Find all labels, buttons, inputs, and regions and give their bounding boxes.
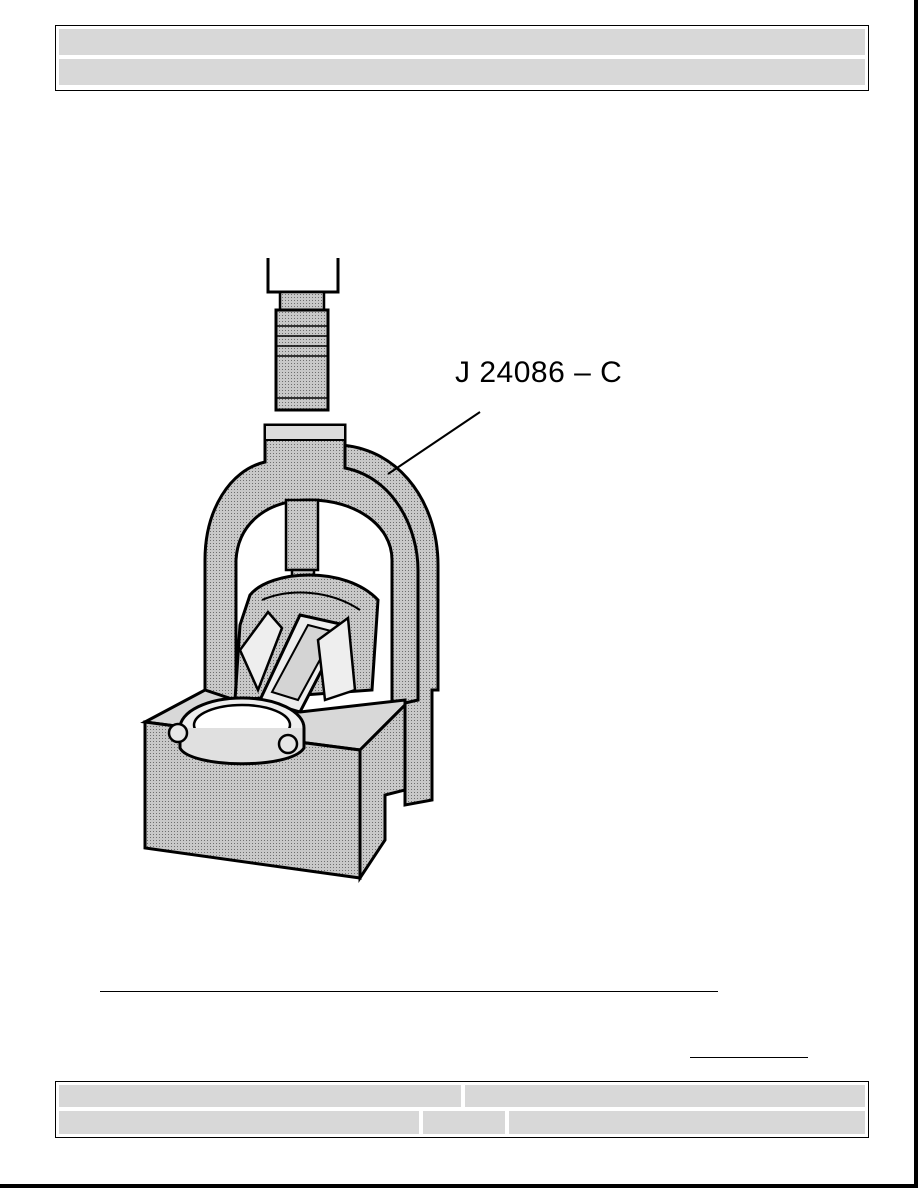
separator-line	[100, 991, 718, 992]
callout-leader-line	[387, 411, 481, 475]
piston-pin-tool-illustration	[140, 258, 481, 884]
header-title-bar	[59, 29, 865, 55]
header-subtitle-bar	[59, 59, 865, 85]
footer-cell	[59, 1085, 461, 1107]
connecting-rod	[238, 610, 357, 714]
footer-cell	[509, 1111, 865, 1134]
tool-callout-label: J 24086 – C	[455, 356, 623, 389]
footer-cell	[423, 1111, 505, 1134]
short-separator-line	[690, 1057, 808, 1058]
footer-cell	[59, 1111, 419, 1134]
footer-cell	[465, 1085, 865, 1107]
rod-big-end	[167, 696, 306, 766]
press-ram	[266, 258, 340, 412]
page-footer	[55, 1081, 869, 1138]
page-header	[55, 25, 869, 91]
